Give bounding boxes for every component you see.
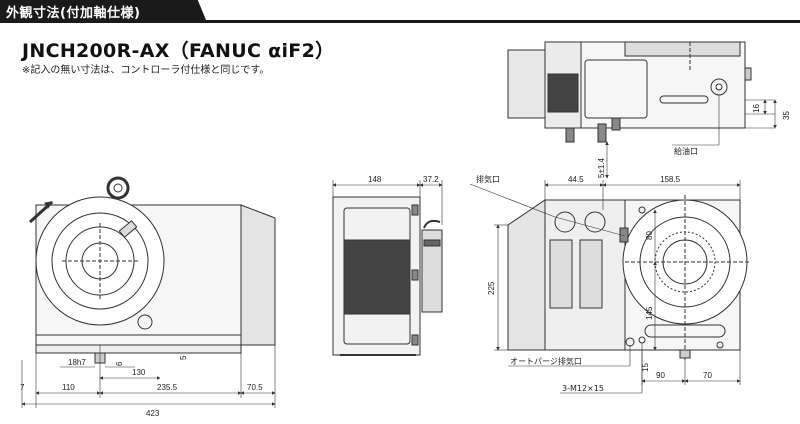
front-eyebolt [106, 176, 130, 200]
rear-view [507, 195, 750, 360]
front-rotation-arrow-head [44, 201, 54, 209]
side-view [332, 196, 443, 356]
rear-port-left [554, 211, 576, 233]
dim-37-2: 37.2 [423, 175, 439, 184]
dim-148: 148 [368, 175, 382, 184]
dim-7: 7 [20, 383, 25, 392]
top-slot [659, 95, 709, 104]
top-motor [507, 49, 546, 119]
rear-slot [644, 324, 726, 338]
dim-70-5: 70.5 [247, 383, 263, 392]
front-motor-side [240, 204, 276, 346]
top-fitting-2 [597, 123, 607, 143]
front-table-ring [51, 212, 149, 310]
top-oil-port-center [715, 83, 723, 91]
dim-90: 90 [656, 371, 665, 380]
section-header-bar [0, 0, 206, 20]
front-base [35, 344, 242, 354]
top-motor-plate [547, 73, 579, 113]
dim-18h7: 18h7 [68, 358, 86, 367]
top-fitting-3 [611, 117, 621, 131]
top-view [507, 41, 752, 143]
top-side-bolt [744, 67, 752, 81]
label-exhaust: 排気口 [476, 174, 500, 184]
section-title: 外観寸法(付加軸仕様) [6, 6, 141, 21]
front-dimensions [21, 340, 276, 408]
label-tap: 3-M12×15 [562, 384, 604, 393]
rear-key [679, 349, 691, 359]
side-connector-body [421, 229, 443, 313]
top-table-edge [624, 41, 741, 57]
dim-16: 16 [752, 104, 761, 113]
top-dimensions [605, 95, 777, 179]
dim-110: 110 [62, 383, 75, 392]
front-eyebolt-hole [113, 183, 123, 193]
rear-tap-1 [638, 206, 646, 214]
dim-423: 423 [146, 409, 160, 418]
rear-cable-left [549, 239, 573, 309]
dim-70: 70 [703, 371, 712, 380]
dim-44-5: 44.5 [568, 175, 584, 184]
section-header-rule [0, 20, 800, 23]
side-bolt-bottom [411, 334, 419, 346]
dim-158-5: 158.5 [660, 175, 681, 184]
label-oil: 給油口 [674, 146, 698, 156]
rear-tap-3 [716, 341, 724, 349]
dim-5: 5 [179, 355, 188, 360]
dim-130: 130 [132, 368, 146, 377]
dim-6: 6 [115, 361, 124, 366]
dim-35: 35 [782, 111, 791, 120]
side-dimensions [332, 180, 443, 225]
section-header: 外観寸法(付加軸仕様) [0, 0, 800, 24]
side-bolt-mid [411, 269, 419, 281]
side-connector-elbow [423, 219, 441, 229]
front-view [28, 176, 276, 364]
top-fitting-1 [565, 127, 575, 143]
dimension-note: ※記入の無い寸法は、コントローラ付仕様と同じです。 [22, 65, 270, 76]
dim-145: 145 [645, 306, 654, 320]
side-motor-plate [343, 239, 411, 315]
rear-port-right [584, 211, 606, 233]
label-autopurge: オートパージ排気口 [510, 356, 582, 366]
rear-cable-right [579, 239, 603, 309]
dim-235-5: 235.5 [157, 383, 178, 392]
side-bolt-top [411, 204, 419, 216]
rear-exhaust-fitting [619, 227, 629, 243]
dim-15: 15 [641, 363, 650, 372]
dim-80: 80 [645, 231, 654, 240]
rear-motor-side [507, 199, 546, 351]
model-title: JNCH200R-AX（FANUC αiF2） [22, 40, 335, 62]
rear-dimensions [469, 180, 741, 394]
side-connector-band [423, 239, 441, 247]
front-clamp [118, 220, 138, 238]
dim-5pm1-4: 5±1.4 [597, 157, 606, 178]
front-plug [137, 314, 153, 330]
dim-225: 225 [487, 281, 496, 295]
